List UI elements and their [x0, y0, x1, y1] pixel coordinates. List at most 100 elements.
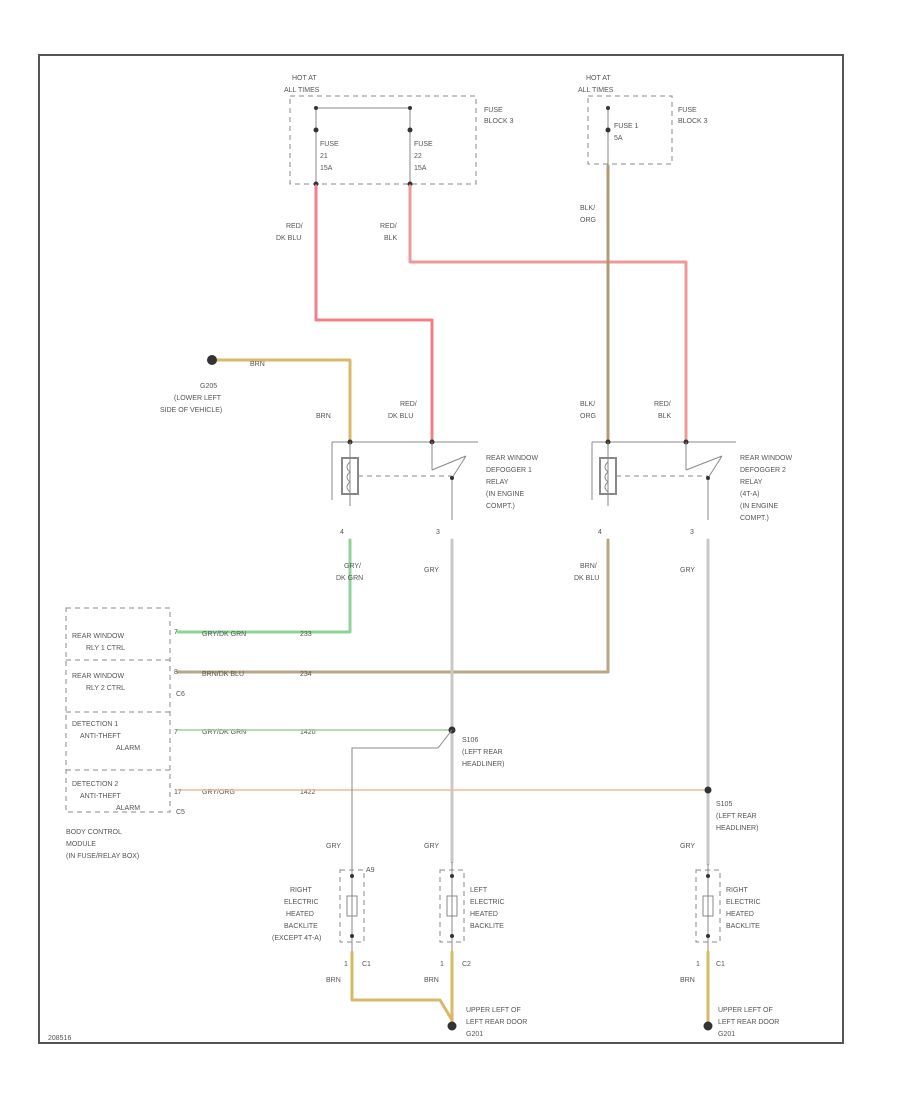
heater-right-2-label-4: BACKLITE [726, 923, 760, 930]
relay-2: REAR WINDOW DEFOGGER 2 RELAY (4T-A) (IN … [591, 439, 793, 536]
footer-code: 208516 [48, 1035, 71, 1042]
bcm-row-4-label-1: DETECTION 2 [72, 781, 118, 788]
heater-right-2-label-1: RIGHT [726, 887, 749, 894]
ground-g201-a-name: G201 [466, 1031, 483, 1038]
fuse-21-label: FUSE [320, 141, 339, 148]
bcm-row-2-label-1: REAR WINDOW [72, 673, 125, 680]
bcm-caption-1: BODY CONTROL [66, 829, 122, 836]
relay-2-label-6: COMPT.) [740, 515, 769, 522]
svg-text:A9: A9 [366, 867, 375, 874]
label-brn-relay: BRN [316, 413, 331, 420]
splice-s105-loc2: HEADLINER) [716, 825, 758, 832]
bcm-row-1-label-1: REAR WINDOW [72, 633, 125, 640]
heater-right-2-pin: 1 [696, 961, 700, 968]
bcm-pin-3: 7 [174, 729, 178, 736]
splice-s106-loc1: (LEFT REAR [462, 749, 503, 756]
bcm-row-4-label-2: ANTI-THEFT [80, 793, 122, 800]
ground-g201-b-loc1: UPPER LEFT OF [718, 1007, 773, 1014]
bcm-circuit-3: 1420 [300, 729, 316, 736]
splice-s106-loc2: HEADLINER) [462, 761, 504, 768]
heater-right-1-label-5: (EXCEPT 4T-A) [272, 935, 321, 942]
bcm-circuit-2: 234 [300, 671, 312, 678]
bcm-row-3-label-1: DETECTION 1 [72, 721, 118, 728]
label-red-dkblu-2a: RED/ [400, 401, 417, 408]
ground-g201-b: UPPER LEFT OF LEFT REAR DOOR G201 [703, 1007, 779, 1038]
ground-g205-loc1: (LOWER LEFT [174, 395, 222, 402]
bcm-wire-4: GRY/ORG [202, 789, 235, 796]
ground-g201-b-name: G201 [718, 1031, 735, 1038]
heater-right-1-label-2: ELECTRIC [284, 899, 319, 906]
fuse-block-2: HOT AT ALL TIMES FUSE BLOCK 3 FUSE 1 5A [578, 75, 708, 166]
relay-2-label-2: DEFOGGER 2 [740, 467, 786, 474]
wire-red-blk [408, 184, 688, 442]
body-control-module: REAR WINDOW RLY 1 CTRL REAR WINDOW RLY 2… [65, 607, 316, 860]
label-brn-dkblu-b: DK BLU [574, 575, 599, 582]
fuse-block-2-name: FUSE [678, 107, 697, 114]
ground-g205: BRN G205 (LOWER LEFT SIDE OF VEHICLE) BR… [160, 355, 352, 442]
heater-right-1-label-3: HEATED [286, 911, 314, 918]
relay-2-label-5: (IN ENGINE [740, 503, 778, 510]
label-red-dkblu-1a: RED/ [286, 223, 303, 230]
relay-1-pin-3: 3 [436, 529, 440, 536]
heater-left-conn: C2 [462, 961, 471, 968]
relay-1-label-2: DEFOGGER 1 [486, 467, 532, 474]
fuse-block-1-name: FUSE [484, 107, 503, 114]
relay-1-pin-4: 4 [340, 529, 344, 536]
splice-s105: S105 (LEFT REAR HEADLINER) [704, 786, 758, 832]
label-blk-org-1a: BLK/ [580, 205, 595, 212]
heater-left: LEFT ELECTRIC HEATED BACKLITE 1 C2 [439, 862, 505, 968]
wire-gry-dkgrn [176, 538, 352, 634]
fuse-block-1-hot2-label: ALL TIMES [284, 87, 320, 94]
bcm-row-2-label-2: RLY 2 CTRL [86, 685, 125, 692]
heater-left-pin: 1 [440, 961, 444, 968]
heater-right: RIGHT ELECTRIC HEATED BACKLITE 1 C1 [695, 864, 761, 968]
heater-left-label-1: LEFT [470, 887, 488, 894]
fuse-block-2-hot2-label: ALL TIMES [578, 87, 614, 94]
fuse-22-number: 22 [414, 153, 422, 160]
fuse-block-2-hot-label: HOT AT [586, 75, 611, 82]
label-red-blk-2b: BLK [658, 413, 672, 420]
label-gry-dkgrn-a: GRY/ [344, 563, 361, 570]
bcm-caption-3: (IN FUSE/RELAY BOX) [66, 853, 139, 860]
label-blk-org-1b: ORG [580, 217, 596, 224]
fuse-22-label: FUSE [414, 141, 433, 148]
relay-2-label-3: RELAY [740, 479, 763, 486]
label-blk-org-2b: ORG [580, 413, 596, 420]
label-red-dkblu-1b: DK BLU [276, 235, 301, 242]
label-red-blk-2a: RED/ [654, 401, 671, 408]
bcm-wire-1: GRY/DK GRN [202, 631, 246, 638]
fuse-block-1-name2: BLOCK 3 [484, 118, 514, 125]
bcm-pin-4: 17 [174, 789, 182, 796]
relay-1-label-5: COMPT.) [486, 503, 515, 510]
relay-1-label-3: RELAY [486, 479, 509, 486]
heater-right-2-label-2: ELECTRIC [726, 899, 761, 906]
label-gry-1: GRY [424, 567, 439, 574]
heater-left-label-3: HEATED [470, 911, 498, 918]
label-brn-ground: BRN [250, 361, 265, 368]
relay-2-label-1: REAR WINDOW [740, 455, 793, 462]
ground-g201-b-loc2: LEFT REAR DOOR [718, 1019, 779, 1026]
label-gry-3: GRY [326, 843, 341, 850]
fuse-1-rating: 5A [614, 135, 623, 142]
relay-1-label-4: (IN ENGINE [486, 491, 524, 498]
bcm-caption-2: MODULE [66, 841, 96, 848]
bcm-conn-c5: C5 [176, 809, 185, 816]
label-gry-5: GRY [680, 843, 695, 850]
heater-right-2-label-3: HEATED [726, 911, 754, 918]
label-red-blk-1a: RED/ [380, 223, 397, 230]
fuse-22-rating: 15A [414, 165, 427, 172]
wire-red-dkblu [314, 184, 434, 442]
heater-right-2-conn: C1 [716, 961, 725, 968]
label-gry-2: GRY [680, 567, 695, 574]
diagram-frame [38, 54, 844, 1044]
bcm-row-3-label-3: ALARM [116, 745, 140, 752]
bcm-wire-3: GRY/DK GRN [202, 729, 246, 736]
bcm-circuit-1: 233 [300, 631, 312, 638]
label-brn-dkblu-a: BRN/ [580, 563, 597, 570]
ground-g205-loc2: SIDE OF VEHICLE) [160, 407, 222, 414]
label-brn-1: BRN [326, 977, 341, 984]
label-blk-org-2a: BLK/ [580, 401, 595, 408]
bcm-wire-2: BRN/DK BLU [202, 671, 244, 678]
wire-brn-ground-1 [350, 950, 454, 1022]
